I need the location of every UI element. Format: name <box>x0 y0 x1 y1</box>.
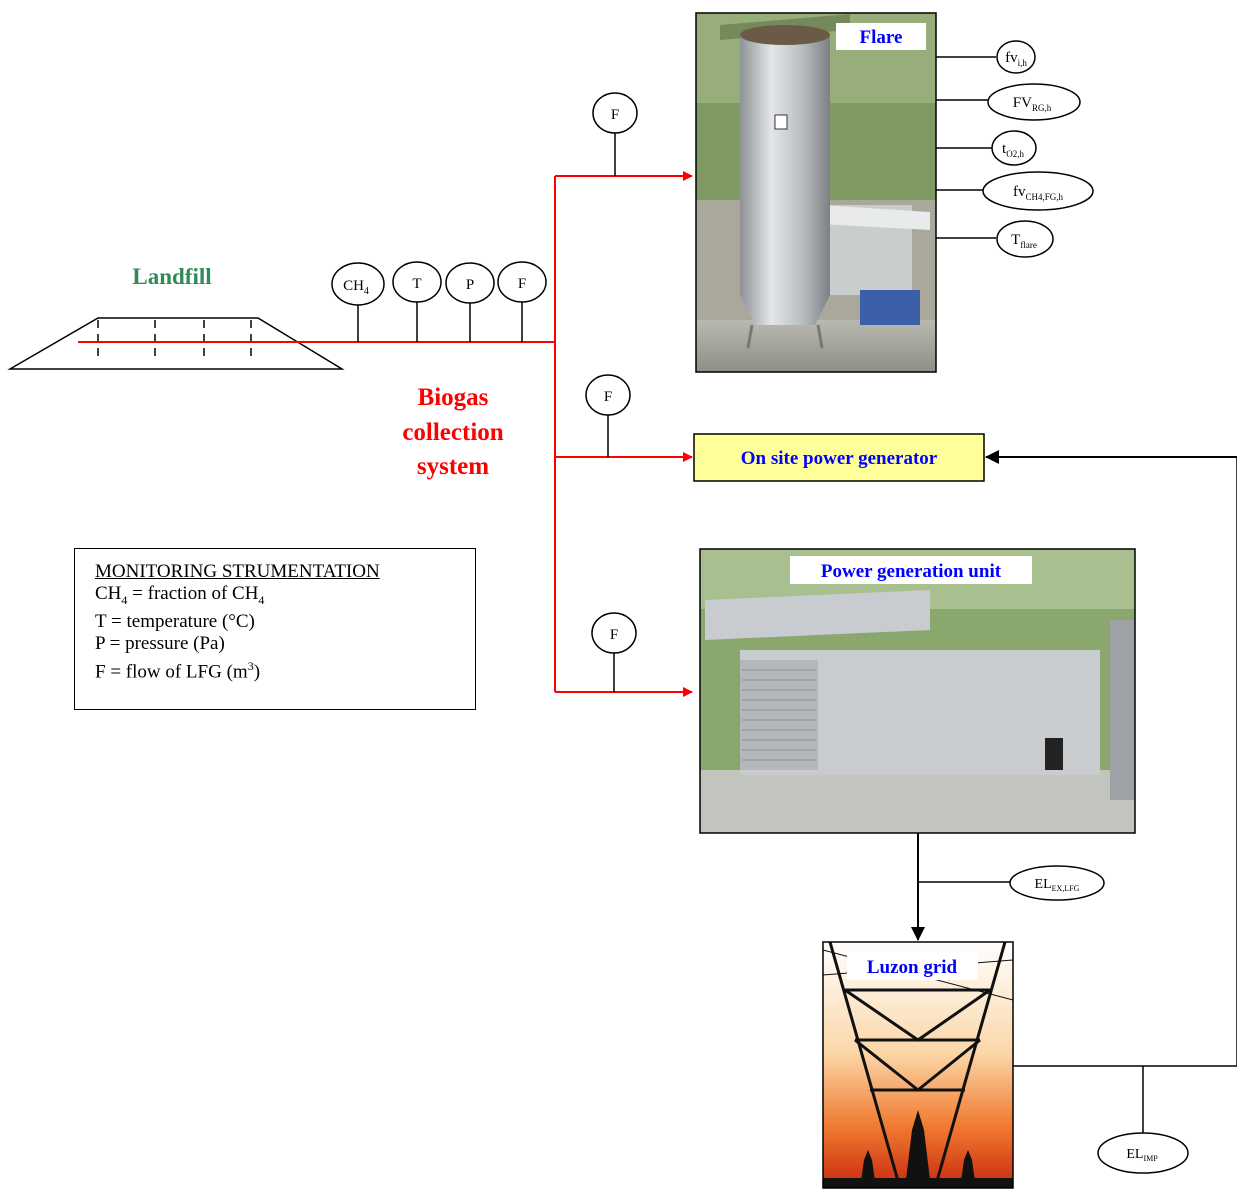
branch-flow-meters: F F F <box>586 93 637 692</box>
svg-text:F: F <box>610 627 618 643</box>
svg-text:T: T <box>412 276 421 292</box>
flare-parameters: fvi,h FVRG,h tO2,h fvCH4,FG,h Tflare <box>936 41 1093 257</box>
legend-line-flow: F = flow of LFG (m3) <box>95 655 475 683</box>
flare-label: Flare <box>860 27 903 48</box>
power-unit-label: Power generation unit <box>821 561 1002 582</box>
landfill-symbol <box>10 318 342 369</box>
flare-image <box>696 13 936 372</box>
biogas-collection-label: Biogas collection system <box>402 384 503 480</box>
power-unit-image <box>700 549 1135 833</box>
legend-line-ch4: CH4 = fraction of CH4 <box>95 583 475 611</box>
legend-line-temperature: T = temperature (°C) <box>95 611 475 633</box>
svg-text:collection: collection <box>402 419 503 446</box>
grid-label: Luzon grid <box>867 957 958 978</box>
svg-text:P: P <box>466 277 474 293</box>
landfill-label: Landfill <box>132 264 211 289</box>
svg-text:F: F <box>604 389 612 405</box>
onsite-generator-label: On site power generator <box>741 448 938 469</box>
svg-text:system: system <box>417 453 489 480</box>
legend-box: MONITORING STRUMENTATION CH4 = fraction … <box>74 548 476 710</box>
svg-text:Biogas: Biogas <box>418 384 489 411</box>
main-line-instruments: CH4 T P F <box>332 262 546 342</box>
svg-text:F: F <box>611 107 619 123</box>
legend-title: MONITORING STRUMENTATION <box>95 561 475 583</box>
legend-line-pressure: P = pressure (Pa) <box>95 633 475 655</box>
svg-text:F: F <box>518 276 526 292</box>
export-meter <box>1010 866 1104 900</box>
